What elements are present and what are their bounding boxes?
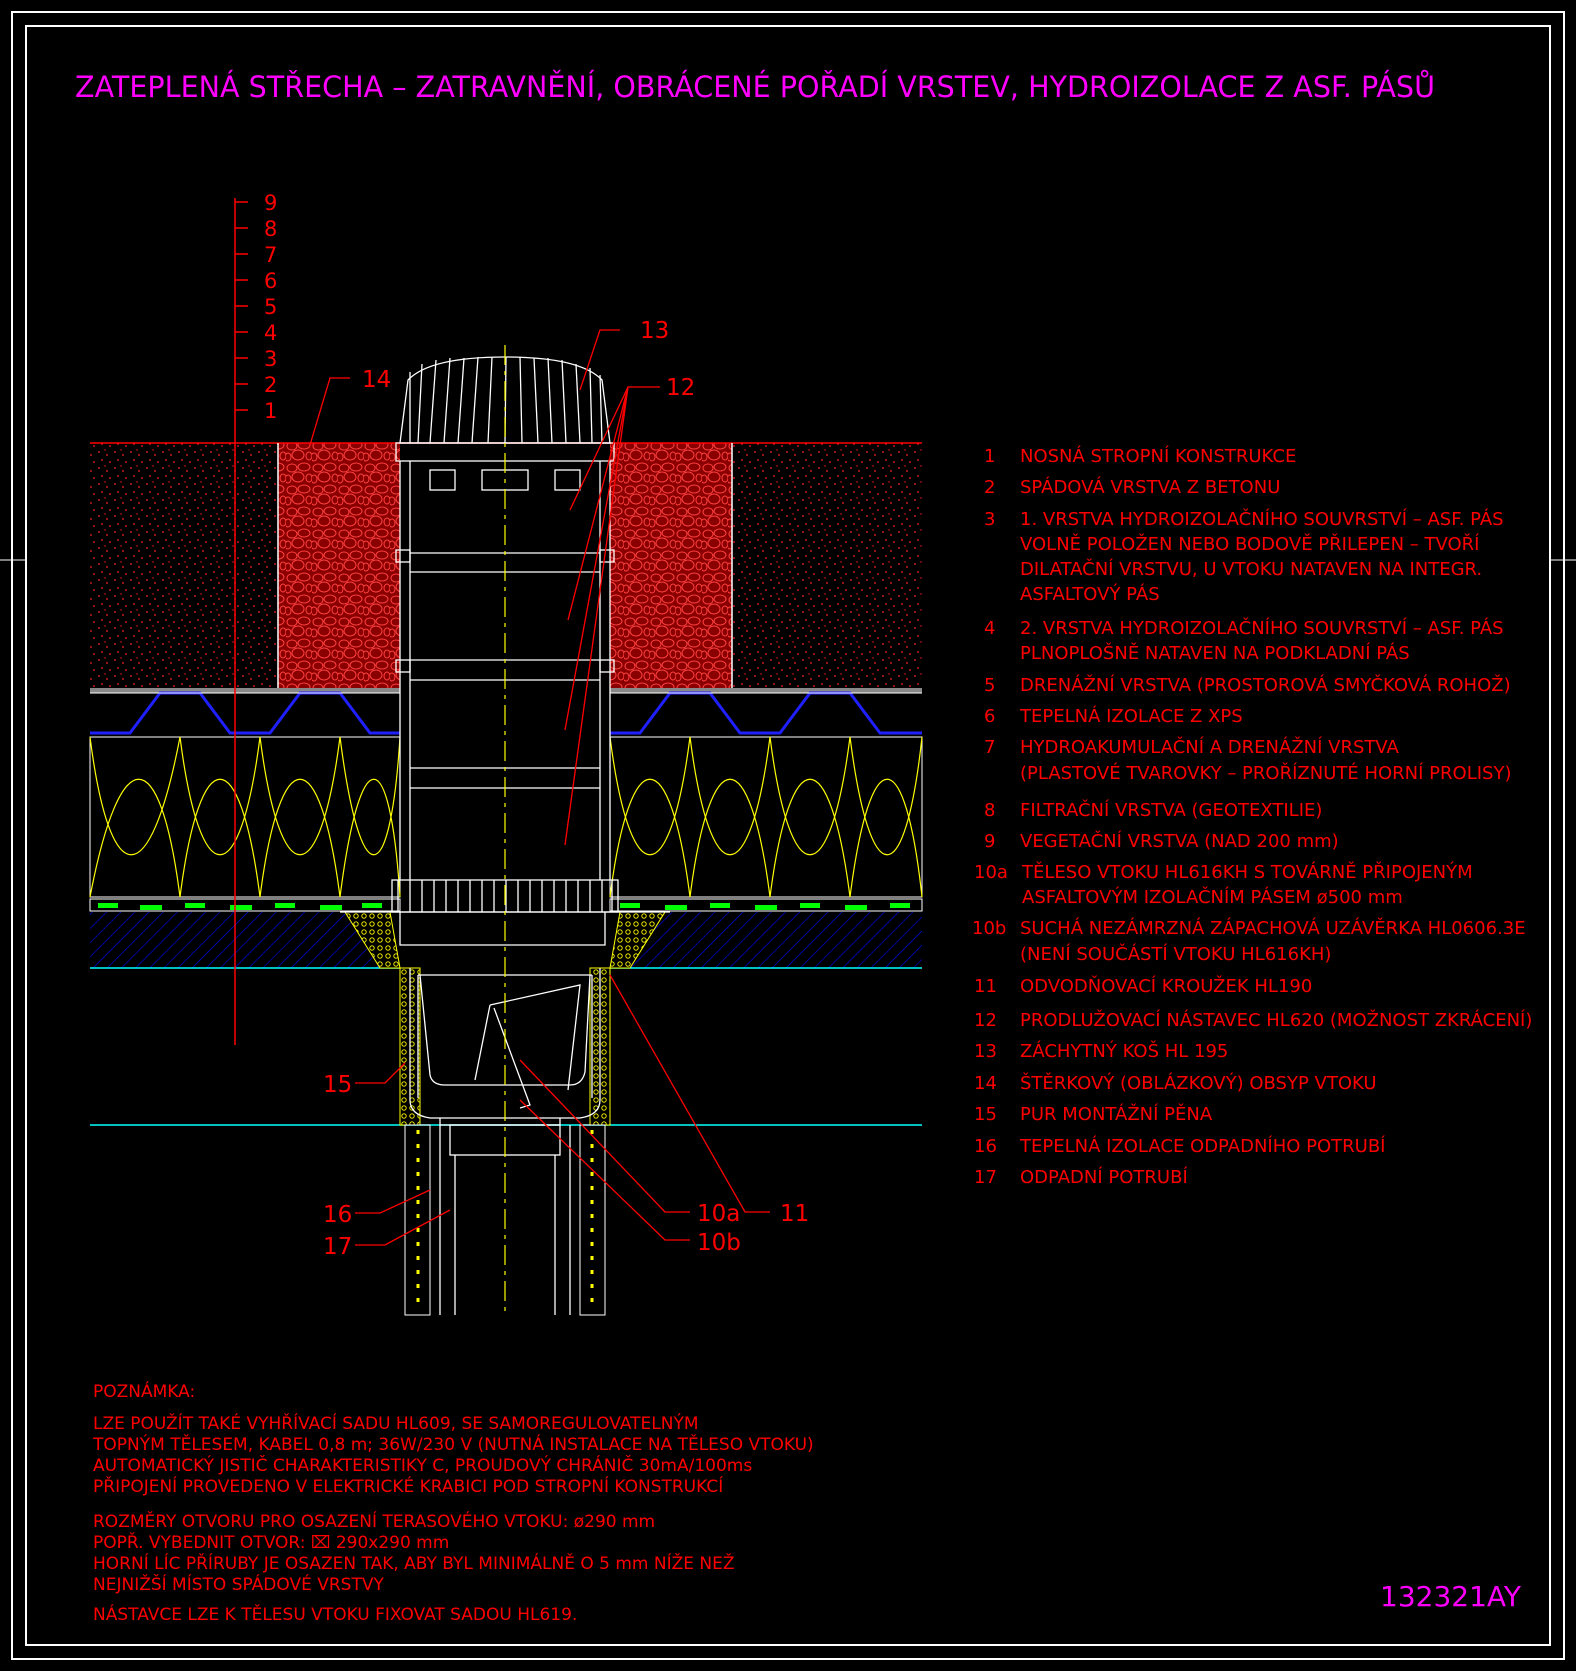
callout-10a: 10a (697, 1201, 740, 1227)
layer-scale: 9 8 7 6 5 4 3 2 1 (234, 191, 277, 1045)
legend: 1 NOSNÁ STROPNÍ KONSTRUKCE 2 SPÁDOVÁ VRS… (972, 445, 1532, 1188)
legend-text: ZÁCHYTNÝ KOŠ HL 195 (1020, 1040, 1228, 1062)
legend-num: 6 (984, 706, 995, 727)
vegetation-layer-right (732, 443, 922, 688)
callout-13: 13 (640, 318, 669, 344)
callout-12: 12 (666, 375, 695, 401)
legend-text: VEGETAČNÍ VRSTVA (NAD 200 mm) (1020, 830, 1339, 852)
legend-text: ODVODŇOVACÍ KROUŽEK HL190 (1020, 975, 1312, 997)
legend-text: SPÁDOVÁ VRSTVA Z BETONU (1020, 476, 1280, 498)
legend-num: 11 (974, 976, 997, 997)
legend-text: ASFALTOVÝ PÁS (1020, 583, 1160, 605)
legend-text: 2. VRSTVA HYDROIZOLAČNÍHO SOUVRSTVÍ – AS… (1020, 617, 1504, 639)
legend-text: TEPELNÁ IZOLACE Z XPS (1019, 705, 1243, 727)
legend-num: 17 (974, 1167, 997, 1188)
scale-mark-4: 4 (264, 321, 277, 345)
legend-num: 14 (974, 1073, 997, 1094)
legend-text: 1. VRSTVA HYDROIZOLAČNÍHO SOUVRSTVÍ – AS… (1020, 508, 1504, 530)
legend-num: 16 (974, 1136, 997, 1157)
note-line: TOPNÝM TĚLESEM, KABEL 0,8 m; 36W/230 V (… (92, 1433, 814, 1455)
legend-num: 13 (974, 1041, 997, 1062)
xps-insulation (89, 736, 923, 898)
legend-text: HYDROAKUMULAČNÍ A DRENÁŽNÍ VRSTVA (1020, 736, 1400, 758)
legend-num: 1 (984, 446, 995, 467)
pebble-surround (278, 443, 400, 688)
legend-text: DRENÁŽNÍ VRSTVA (PROSTOROVÁ SMYČKOVÁ ROH… (1020, 674, 1511, 696)
legend-text: (NENÍ SOUČÁSTÍ VTOKU HL616KH) (1020, 943, 1331, 965)
note-line: POPŘ. VYBEDNIT OTVOR: ⌧ 290x290 mm (93, 1531, 449, 1553)
legend-num: 8 (984, 800, 995, 821)
waste-pipe (439, 1118, 571, 1315)
legend-num: 10a (974, 862, 1008, 883)
legend-num: 12 (974, 1010, 997, 1031)
legend-text: FILTRAČNÍ VRSTVA (GEOTEXTILIE) (1020, 799, 1322, 821)
sloped-concrete-left (90, 912, 390, 968)
odour-trap (419, 974, 591, 1109)
legend-text: PRODLUŽOVACÍ NÁSTAVEC HL620 (MOŽNOST ZKR… (1020, 1009, 1532, 1031)
scale-mark-8: 8 (264, 217, 277, 241)
scale-mark-3: 3 (264, 347, 277, 371)
legend-num: 7 (984, 737, 995, 758)
drawing-frame (0, 11, 1576, 1660)
pebble-surround-right (610, 443, 732, 688)
legend-num: 10b (972, 918, 1006, 939)
roof-section (89, 442, 923, 1126)
filter-layer (90, 688, 400, 693)
drawing-title: ZATEPLENÁ STŘECHA – ZATRAVNĚNÍ, OBRÁCENÉ… (75, 70, 1435, 104)
callout-14: 14 (362, 367, 391, 393)
note-line: LZE POUŽÍT TAKÉ VYHŘÍVACÍ SADU HL609, SE… (93, 1412, 699, 1434)
pipe-insulation (404, 1124, 606, 1316)
note-line: NEJNIŽŠÍ MÍSTO SPÁDOVÉ VRSTVY (93, 1573, 384, 1595)
legend-text: SUCHÁ NEZÁMRZNÁ ZÁPACHOVÁ UZÁVĚRKA HL060… (1020, 917, 1526, 939)
callouts (309, 329, 770, 1246)
legend-text: VOLNĚ POLOŽEN NEBO BODOVĚ PŘILEPEN – TVO… (1020, 533, 1479, 555)
legend-num: 4 (984, 618, 995, 639)
drain-body (340, 879, 670, 1119)
sloped-concrete-right (620, 912, 922, 968)
callout-16: 16 (323, 1202, 352, 1228)
legend-text: TEPELNÁ IZOLACE ODPADNÍHO POTRUBÍ (1019, 1135, 1386, 1157)
callout-10b: 10b (697, 1230, 741, 1256)
note-line: HORNÍ LÍC PŘÍRUBY JE OSAZEN TAK, ABY BYL… (93, 1552, 735, 1574)
legend-num: 15 (974, 1104, 997, 1125)
callout-17: 17 (323, 1234, 352, 1260)
drainage-profile-right (610, 691, 922, 735)
legend-text: ŠTĚRKOVÝ (OBLÁZKOVÝ) OBSYP VTOKU (1020, 1072, 1377, 1094)
scale-mark-7: 7 (264, 243, 277, 267)
waterproofing-strips (98, 903, 910, 910)
note-block: POZNÁMKA: LZE POUŽÍT TAKÉ VYHŘÍVACÍ SADU… (92, 1380, 814, 1625)
note-line: NÁSTAVCE LZE K TĚLESU VTOKU FIXOVAT SADO… (93, 1603, 577, 1625)
drawing-code: 132321AY (1380, 1580, 1522, 1613)
legend-text: ASFALTOVÝM IZOLAČNÍM PÁSEM ø500 mm (1022, 886, 1403, 908)
legend-num: 3 (984, 509, 995, 530)
scale-mark-9: 9 (264, 191, 277, 215)
filter-layer-right (610, 688, 922, 693)
drainage-profile-left (90, 691, 400, 735)
legend-text: (PLASTOVÉ TVAROVKY – PROŘÍZNUTÉ HORNÍ PR… (1020, 762, 1511, 784)
legend-text: TĚLESO VTOKU HL616KH S TOVÁRNĚ PŘIPOJENÝ… (1021, 861, 1473, 883)
roof-drain (340, 345, 670, 1316)
callout-15: 15 (323, 1072, 352, 1098)
scale-mark-5: 5 (264, 295, 277, 319)
legend-num: 5 (984, 675, 995, 696)
note-line: PŘIPOJENÍ PROVEDENO V ELEKTRICKÉ KRABICI… (93, 1475, 723, 1497)
callout-11: 11 (780, 1201, 809, 1227)
legend-text: ODPADNÍ POTRUBÍ (1020, 1166, 1188, 1188)
note-line: AUTOMATICKÝ JISTIČ CHARAKTERISTIKY C, PR… (93, 1454, 752, 1476)
legend-text: DILATAČNÍ VRSTVU, U VTOKU NATAVEN NA INT… (1020, 558, 1482, 580)
legend-text: NOSNÁ STROPNÍ KONSTRUKCE (1020, 445, 1296, 467)
vegetation-layer (90, 443, 278, 688)
legend-num: 9 (984, 831, 995, 852)
legend-text: PUR MONTÁŽNÍ PĚNA (1020, 1103, 1213, 1125)
scale-mark-2: 2 (264, 373, 277, 397)
note-line: ROZMĚRY OTVORU PRO OSAZENÍ TERASOVÉHO VT… (93, 1510, 655, 1532)
scale-mark-6: 6 (264, 269, 277, 293)
scale-mark-1: 1 (264, 399, 277, 423)
note-heading: POZNÁMKA: (93, 1380, 195, 1402)
legend-num: 2 (984, 477, 995, 498)
legend-text: PLNOPLOŠNĚ NATAVEN NA PODKLADNÍ PÁS (1020, 642, 1410, 664)
